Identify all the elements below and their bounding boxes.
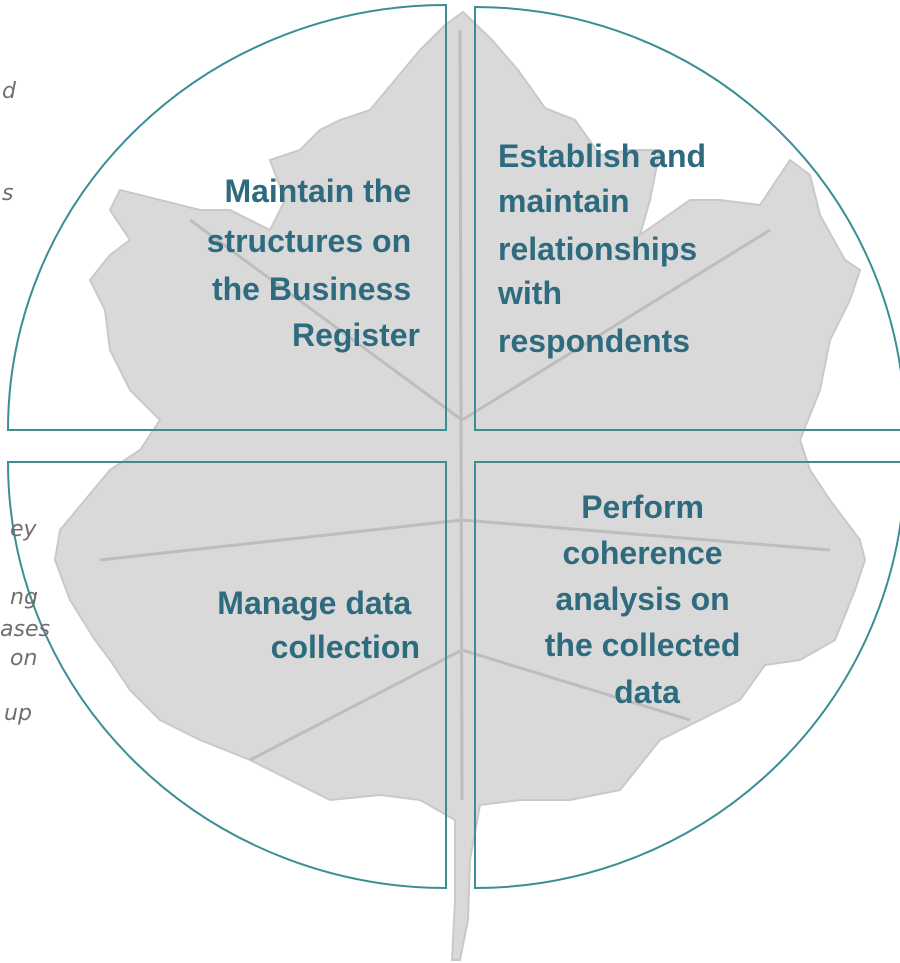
quadrant-top-right-outline: [474, 5, 900, 431]
side-fragment-4: ng: [10, 585, 38, 610]
side-fragment-2: s: [2, 181, 13, 206]
quadrant-top-right-label: Establish and maintain relationships wit…: [497, 138, 715, 359]
quadrant-bottom-left-label: Manage data collection: [217, 585, 420, 665]
quadrant-bottom-left-outline: [6, 461, 447, 890]
quadrant-bottom-right-outline: [474, 461, 900, 890]
quadrant-outlines: [6, 3, 900, 890]
quadrant-bottom-right-label: Perform coherence analysis on the collec…: [545, 489, 750, 710]
quadrant-top-left-outline: [6, 3, 447, 431]
side-fragment-6: on: [10, 646, 37, 671]
maple-leaf-image: [53, 10, 867, 961]
side-fragment-3: ey: [10, 517, 38, 542]
cropped-side-text: d s ey ng ases on up: [0, 79, 50, 726]
side-fragment-7: up: [4, 701, 32, 726]
quadrant-top-left-label: Maintain the structures on the Business …: [207, 173, 420, 353]
leaf-veins: [99, 29, 831, 801]
side-fragment-1: d: [2, 79, 17, 104]
side-fragment-5: ases: [0, 617, 50, 642]
